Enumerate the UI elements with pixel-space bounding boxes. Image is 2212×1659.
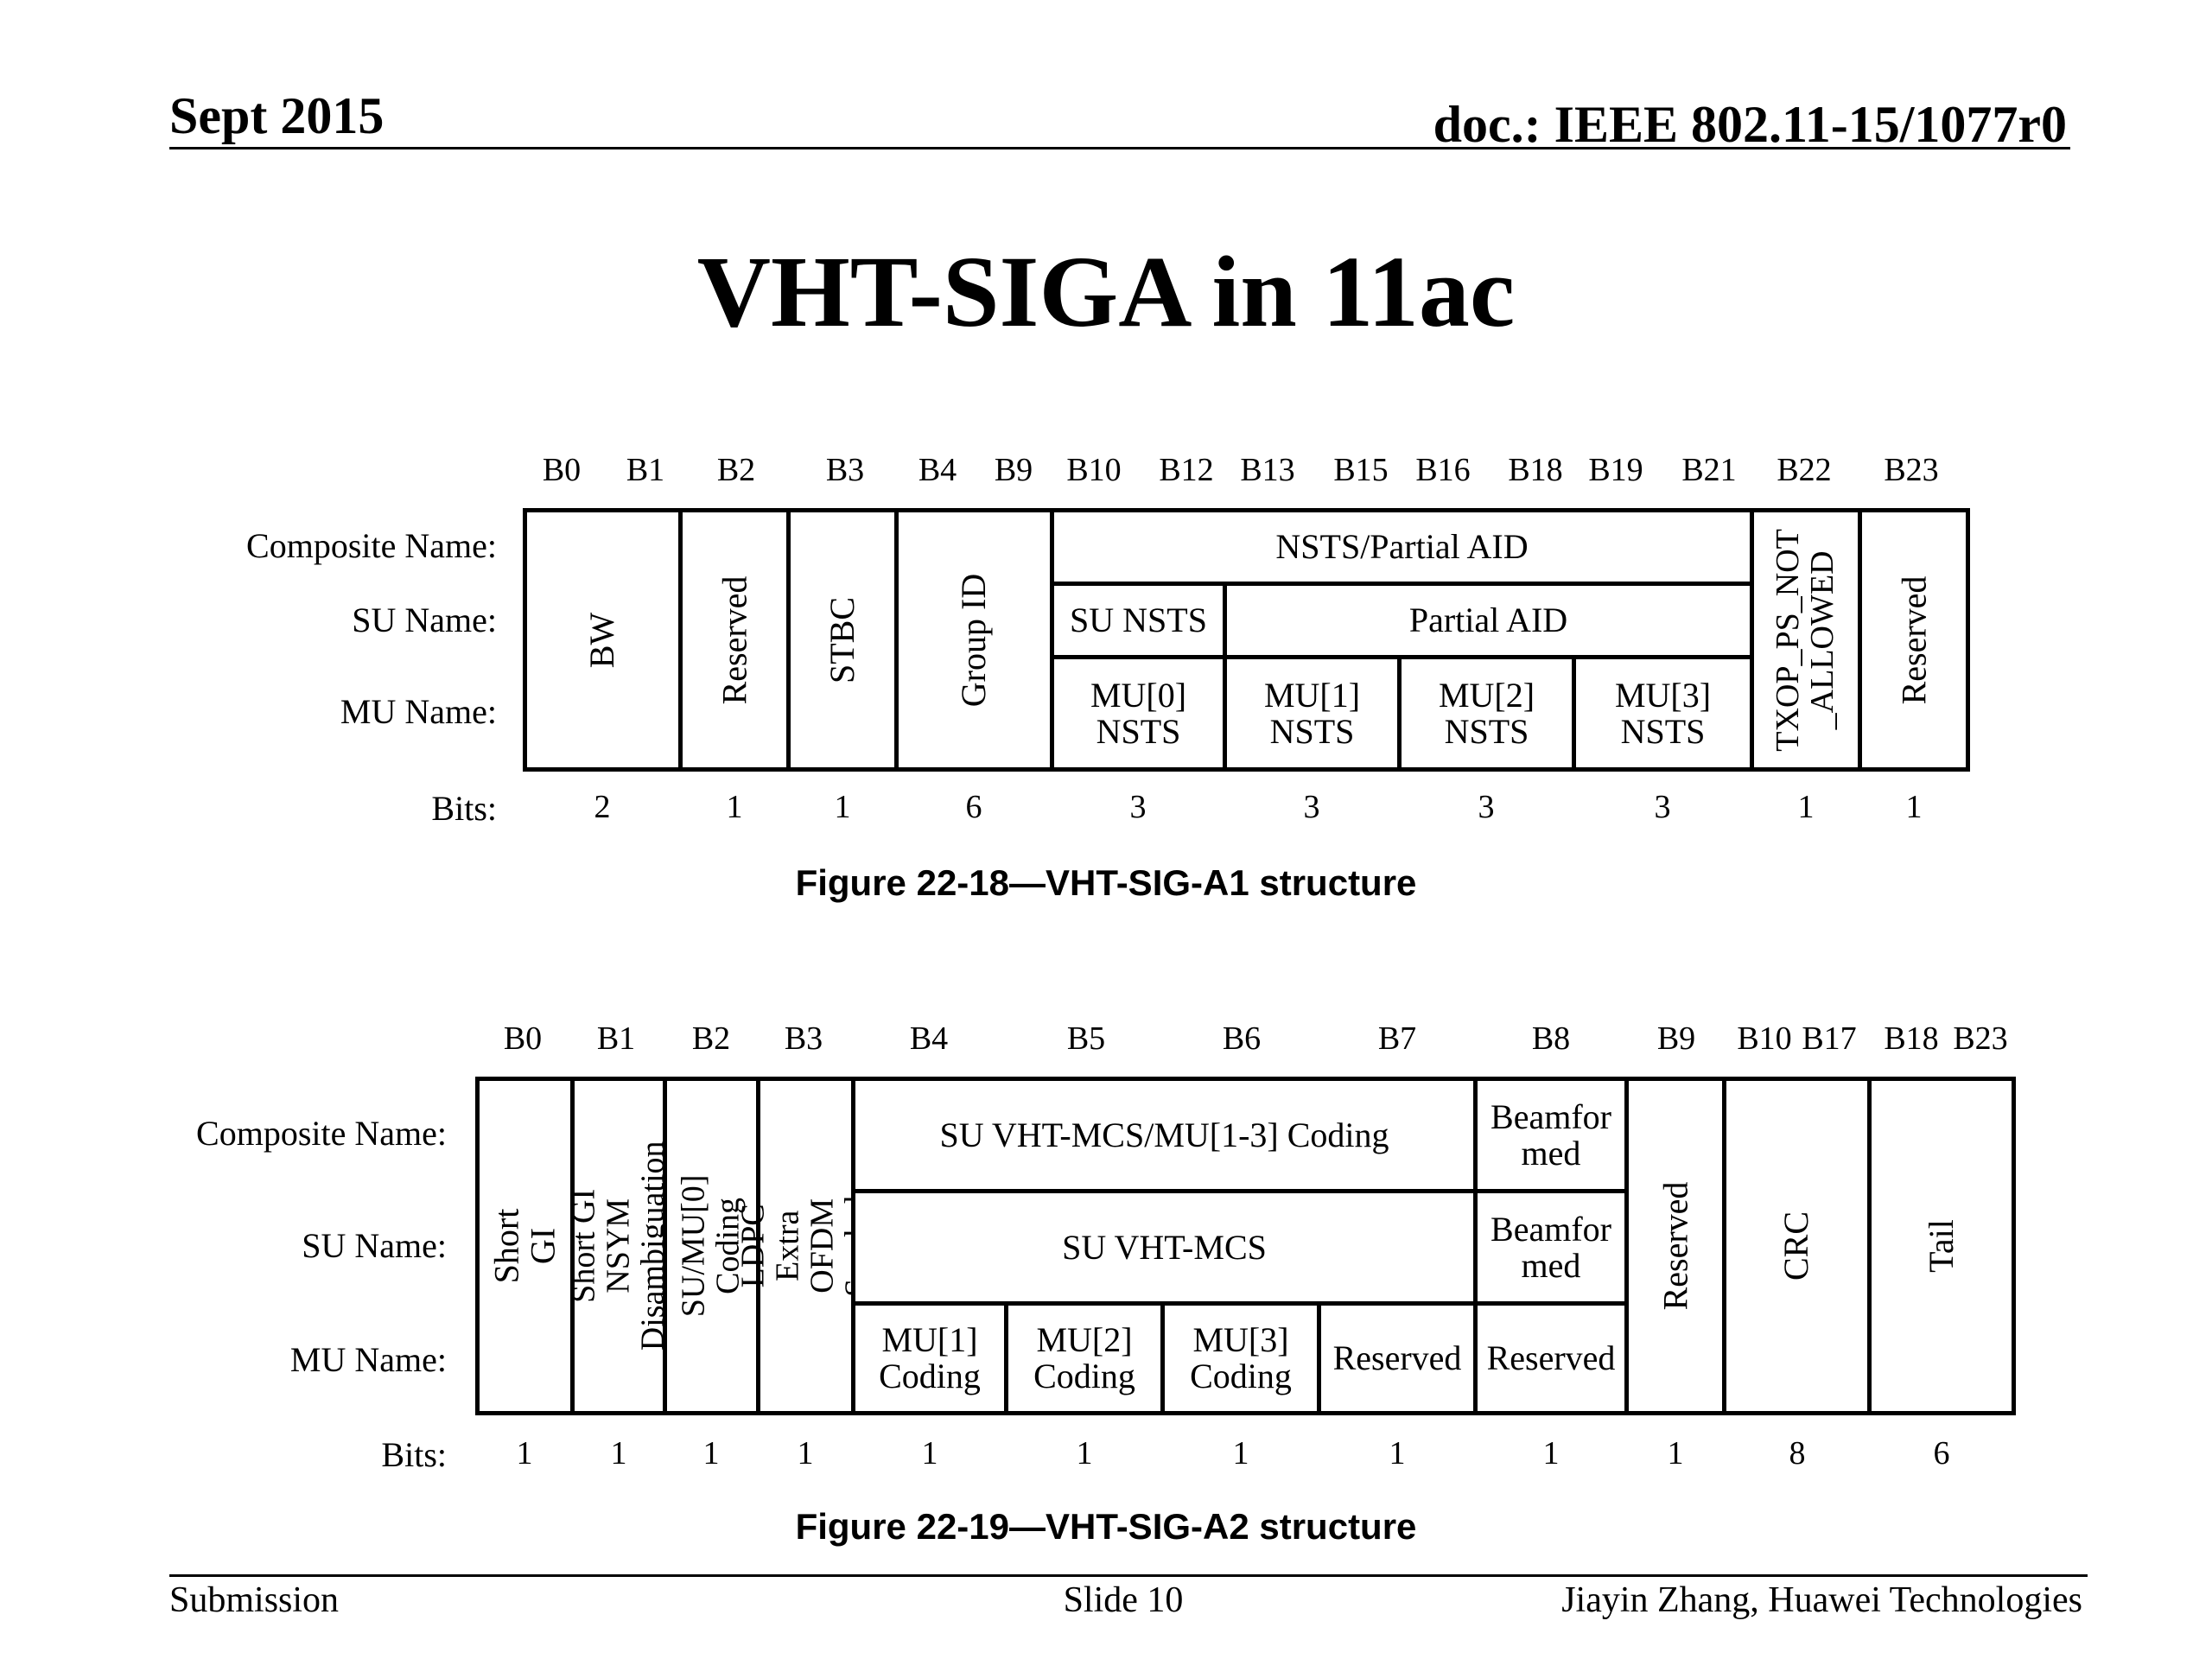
- field-beamformed-su: Beamfor med: [1473, 1189, 1629, 1306]
- bit-position-label: B2: [691, 1020, 731, 1057]
- bits-value: 1: [1232, 1435, 1249, 1471]
- bit-position-label: B1: [596, 1020, 636, 1057]
- field-short-gi-nsym-disambiguation: Short GI NSYM Disambiguation: [565, 1077, 671, 1415]
- footer-submission: Submission: [169, 1580, 340, 1620]
- bit-position-label: B5: [1066, 1020, 1106, 1057]
- bits-value: 3: [1129, 789, 1147, 825]
- row-label-mu: MU Name:: [340, 692, 497, 731]
- bit-position-label: B6: [1222, 1020, 1262, 1057]
- field-nsts-partial-aid: NSTS/Partial AID: [1050, 508, 1754, 586]
- bits-value: 1: [834, 789, 851, 825]
- bit-position-label: B2: [716, 452, 756, 488]
- field-stbc: STBC: [786, 508, 899, 772]
- bit-position-label: B3: [825, 452, 865, 488]
- field-beamformed-composite: Beamfor med: [1473, 1077, 1629, 1193]
- field-crc: CRC: [1722, 1077, 1872, 1415]
- bit-position-label: B17: [1802, 1020, 1857, 1057]
- bits-value: 1: [797, 1435, 814, 1471]
- bit-position-label: B19: [1588, 452, 1643, 488]
- field-su-nsts: SU NSTS: [1050, 582, 1227, 659]
- bits-value: 1: [1389, 1435, 1406, 1471]
- bit-position-label: B9: [1656, 1020, 1696, 1057]
- bits-value: 1: [921, 1435, 938, 1471]
- bits-value: 1: [1905, 789, 1923, 825]
- bit-position-label: B18: [1884, 1020, 1939, 1057]
- field-reserved-b9: Reserved: [1624, 1077, 1726, 1415]
- field-reserved-b8-mu: Reserved: [1473, 1301, 1629, 1415]
- field-mu2-coding: MU[2] Coding: [1004, 1301, 1165, 1415]
- bits-value: 1: [726, 789, 743, 825]
- field-mu1-nsts: MU[1] NSTS: [1223, 655, 1402, 772]
- bit-position-label: B1: [626, 452, 665, 488]
- row-label-composite: Composite Name:: [246, 526, 497, 565]
- bit-position-label: B4: [918, 452, 957, 488]
- bits-value: 8: [1789, 1435, 1806, 1471]
- bit-position-label: B16: [1415, 452, 1471, 488]
- field-tail: Tail: [1867, 1077, 2016, 1415]
- figure-caption: Figure 22-18—VHT-SIG-A1 structure: [795, 862, 1417, 903]
- bit-position-label: B10: [1737, 1020, 1792, 1057]
- bit-position-label: B0: [542, 452, 582, 488]
- field-short-gi: Short GI: [475, 1077, 575, 1415]
- header-date: Sept 2015: [169, 87, 385, 144]
- row-label-su: SU Name:: [352, 601, 497, 639]
- bit-position-label: B22: [1777, 452, 1832, 488]
- header-doc-id: doc.: IEEE 802.11-15/1077r0: [1433, 96, 2067, 153]
- field-reserved-b7: Reserved: [1317, 1301, 1478, 1415]
- bits-value: 1: [702, 1435, 720, 1471]
- field-mu0-nsts: MU[0] NSTS: [1050, 655, 1227, 772]
- bit-position-label: B18: [1508, 452, 1563, 488]
- field-mu3-coding: MU[3] Coding: [1160, 1301, 1321, 1415]
- bits-value: 2: [594, 789, 611, 825]
- field-partial-aid: Partial AID: [1223, 582, 1754, 659]
- field-mu2-nsts: MU[2] NSTS: [1397, 655, 1576, 772]
- field-reserved: Reserved: [678, 508, 791, 772]
- footer-rule: [169, 1574, 2088, 1577]
- bit-position-label: B7: [1377, 1020, 1417, 1057]
- row-label-mu: MU Name:: [289, 1340, 447, 1379]
- field-bw: BW: [523, 508, 683, 772]
- bit-position-label: B15: [1333, 452, 1389, 488]
- bit-position-label: B23: [1953, 1020, 2008, 1057]
- bits-value: 1: [1667, 1435, 1684, 1471]
- bits-value: 3: [1478, 789, 1495, 825]
- bits-value: 1: [1797, 789, 1815, 825]
- bit-position-label: B21: [1681, 452, 1737, 488]
- bit-position-label: B9: [994, 452, 1033, 488]
- bits-value: 6: [1933, 1435, 1950, 1471]
- row-label-bits: Bits:: [381, 1435, 447, 1474]
- bits-value: 3: [1654, 789, 1671, 825]
- field-su-mu0-coding: SU/MU[0] Coding: [663, 1077, 760, 1415]
- field-mu3-nsts: MU[3] NSTS: [1572, 655, 1754, 772]
- bit-position-label: B4: [909, 1020, 949, 1057]
- bits-value: 1: [610, 1435, 627, 1471]
- bit-position-label: B10: [1066, 452, 1122, 488]
- row-label-su: SU Name:: [302, 1226, 447, 1265]
- bits-value: 1: [516, 1435, 533, 1471]
- bits-value: 3: [1303, 789, 1320, 825]
- row-label-composite: Composite Name:: [196, 1114, 447, 1153]
- row-label-bits: Bits:: [431, 789, 497, 828]
- bit-position-label: B23: [1884, 452, 1939, 488]
- bit-position-label: B8: [1531, 1020, 1571, 1057]
- field-txop-ps-not-allowed: TXOP_PS_NOT _ALLOWED: [1750, 508, 1862, 772]
- bit-position-label: B0: [503, 1020, 543, 1057]
- bits-value: 6: [965, 789, 982, 825]
- header-rule: [169, 147, 2070, 149]
- field-mu1-coding: MU[1] Coding: [851, 1301, 1008, 1415]
- page-title: VHT-SIGA in 11ac: [696, 235, 1516, 348]
- bits-value: 1: [1542, 1435, 1560, 1471]
- bit-position-label: B3: [784, 1020, 823, 1057]
- field-group-id: Group ID: [894, 508, 1054, 772]
- bit-position-label: B13: [1240, 452, 1295, 488]
- bit-position-label: B12: [1159, 452, 1214, 488]
- footer-author: Jiayin Zhang, Huawei Technologies: [1561, 1580, 2082, 1620]
- field-reserved-b23: Reserved: [1858, 508, 1970, 772]
- footer-slide-number: Slide 10: [1063, 1580, 1184, 1620]
- field-su-vht-mcs-mu-coding: SU VHT-MCS/MU[1-3] Coding: [851, 1077, 1478, 1193]
- bits-value: 1: [1076, 1435, 1093, 1471]
- field-su-vht-mcs: SU VHT-MCS: [851, 1189, 1478, 1306]
- figure-caption: Figure 22-19—VHT-SIG-A2 structure: [795, 1506, 1417, 1547]
- field-ldpc-extra-ofdm-symbol: LDPC Extra OFDM Symbol: [735, 1077, 874, 1415]
